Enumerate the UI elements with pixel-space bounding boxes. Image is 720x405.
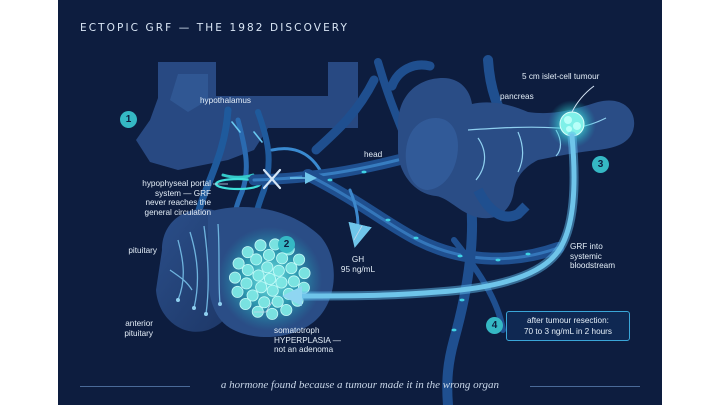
anatomy-illustration — [136, 55, 635, 405]
somatotroph-cell — [250, 253, 263, 266]
label-portal-line-3: never reaches the — [145, 198, 211, 208]
label-somatotroph-line-1: somatotroph — [274, 326, 320, 335]
label-somatotroph-line-2: HYPERPLASIA — — [274, 335, 341, 345]
label-grf-line-3: bloodstream — [570, 261, 616, 271]
somatotroph-cell — [240, 277, 253, 290]
step-badge-1: 1 — [120, 111, 137, 128]
pancreas-organ — [387, 60, 635, 222]
somatotroph-cell — [271, 295, 284, 308]
somatotroph-cell — [298, 267, 311, 280]
somatotroph-cell — [252, 269, 265, 282]
somatotroph-cell — [266, 307, 279, 320]
label-gh-line-2: 95 ng/mL — [340, 264, 376, 274]
somatotroph-cell — [246, 289, 259, 302]
label-grf-line-2: systemic — [570, 251, 602, 261]
somatotroph-cell — [280, 303, 293, 316]
label-pancreas: pancreas — [500, 92, 534, 101]
blocked-x-icon — [262, 168, 282, 190]
somatotroph-cell — [231, 285, 244, 298]
hypothalamus-shape — [136, 62, 358, 170]
resection-line-1: after tumour resection: — [527, 316, 609, 325]
caption: a hormone found because a tumour made it… — [220, 379, 500, 391]
somatotroph-cell — [261, 261, 274, 274]
systemic-vessels — [248, 55, 564, 405]
label-anterior-line-1: anterior — [125, 319, 153, 328]
somatotroph-cell — [262, 248, 275, 261]
somatotroph-cell — [263, 272, 276, 285]
label-pituitary: pituitary — [128, 246, 157, 255]
somatotroph-cell — [272, 264, 285, 277]
tumour-leader-line — [571, 85, 595, 113]
resection-line-2: 70 to 3 ng/mL in 2 hours — [524, 326, 612, 336]
somatotroph-cell — [254, 239, 267, 252]
label-somatotroph: somatotroph HYPERPLASIA — not an adenoma — [274, 326, 341, 355]
somatotroph-cell — [241, 246, 254, 259]
somatotroph-cell — [255, 281, 268, 294]
label-gh-line-1: GH — [351, 255, 365, 264]
step-badge-4: 4 — [486, 317, 503, 334]
step-badge-2: 2 — [278, 236, 295, 253]
label-portal-line-2: system — GRF — [155, 188, 211, 198]
somatotroph-cell — [228, 271, 241, 284]
grf-return-arrow — [282, 131, 579, 306]
somatotroph-cell — [287, 275, 300, 288]
label-grf-systemic: GRF into systemic bloodstream — [570, 242, 615, 271]
diagram-canvas: ECTOPIC GRF — THE 1982 DISCOVERY 1 2 3 4… — [58, 0, 662, 405]
label-somatotroph-line-3: not an adenoma — [274, 345, 334, 355]
label-head: head — [364, 150, 383, 159]
caption-rule-right — [530, 386, 640, 387]
resection-result-box: after tumour resection: 70 to 3 ng/mL in… — [506, 311, 630, 341]
somatotroph-cell — [275, 276, 288, 289]
islet-cell-tumour — [548, 100, 596, 148]
step-badge-3: 3 — [592, 156, 609, 173]
label-portal-line-1: hypophyseal portal — [142, 179, 211, 188]
somatotroph-cell — [241, 263, 254, 276]
somatotroph-cell — [285, 262, 298, 275]
label-gh-level: GH 95 ng/mL — [334, 255, 382, 274]
label-anterior-line-2: pituitary — [124, 328, 153, 338]
somatotroph-cell — [266, 284, 279, 297]
somatotroph-cell — [276, 252, 289, 265]
somatotroph-cell — [293, 253, 306, 266]
label-leader-lines — [213, 183, 363, 313]
label-hypothalamus: hypothalamus — [200, 96, 251, 105]
label-portal-line-4: general circulation — [144, 207, 211, 217]
diagram-title: ECTOPIC GRF — THE 1982 DISCOVERY — [80, 22, 350, 34]
label-portal-system: hypophyseal portal system — GRF never re… — [58, 179, 211, 217]
label-grf-line-1: GRF into — [570, 242, 603, 251]
somatotroph-hyperplasia — [218, 227, 322, 331]
somatotroph-cell — [239, 297, 252, 310]
label-anterior-pituitary: anterior pituitary — [58, 319, 153, 338]
somatotroph-cell — [258, 296, 271, 309]
label-tumour: 5 cm islet-cell tumour — [522, 72, 600, 81]
caption-rule-left — [80, 386, 190, 387]
somatotroph-cell — [232, 257, 245, 270]
